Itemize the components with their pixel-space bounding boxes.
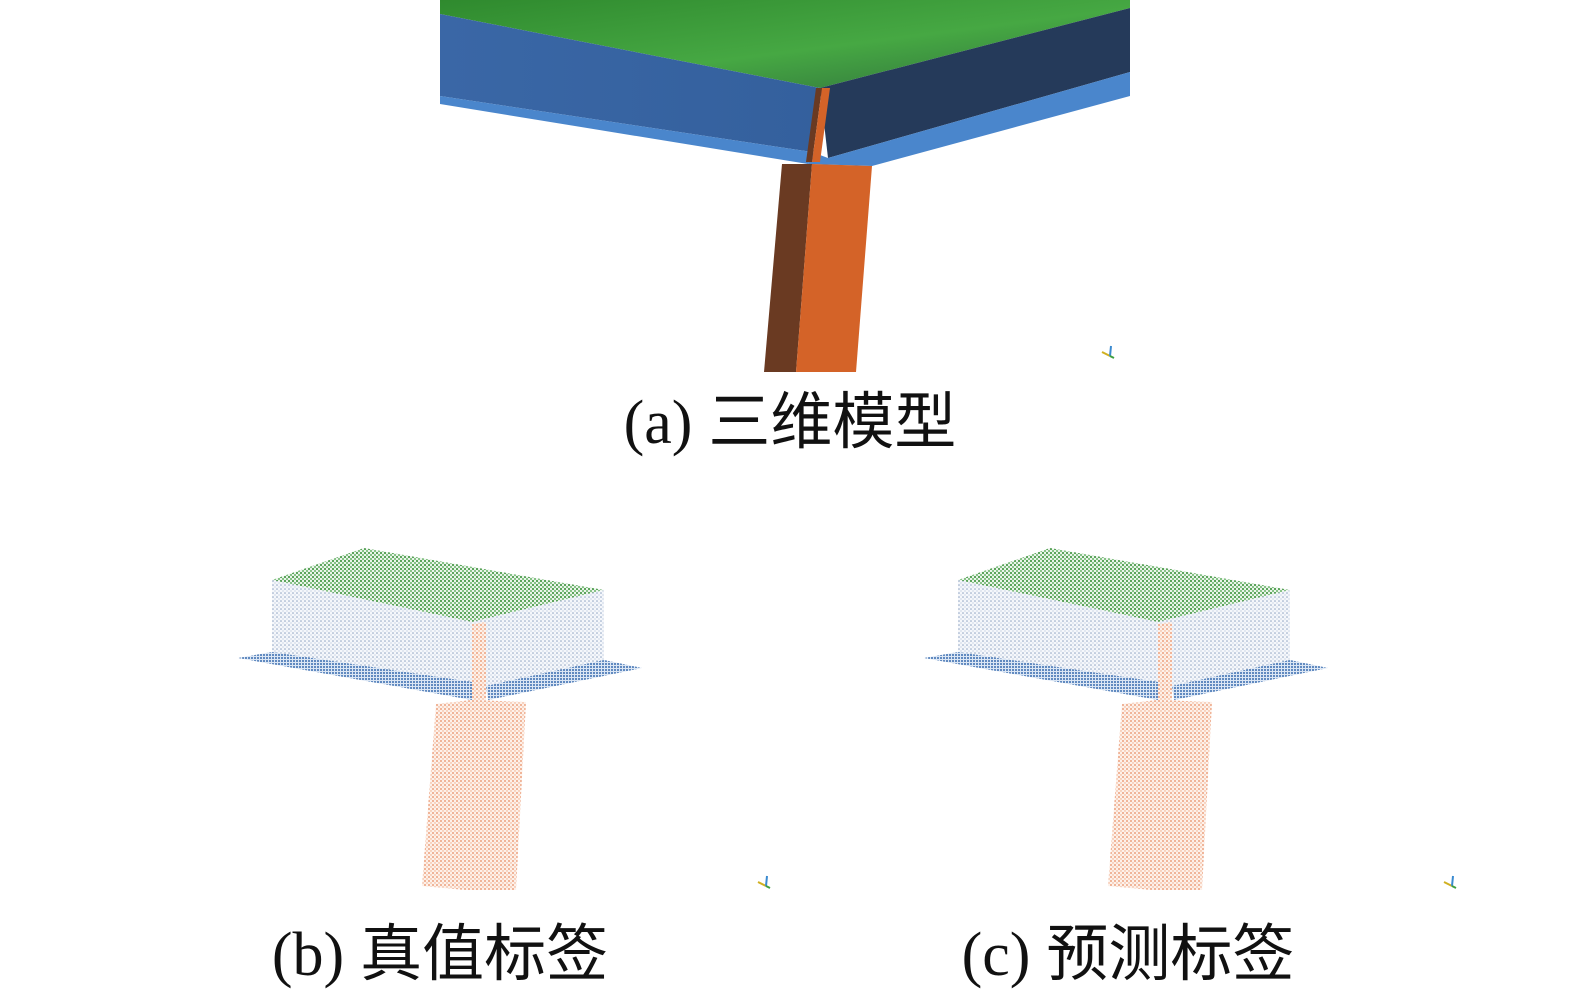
cloud-column-web (1158, 622, 1172, 700)
cloud-flange-right (486, 660, 642, 700)
cloud-flange-left (924, 652, 1158, 700)
cloud-column-right (466, 700, 526, 890)
cloud-column-right (1152, 700, 1212, 890)
model-render (440, 0, 1130, 372)
slab-right-side-face (820, 8, 1130, 158)
slab-bottom-edge-right (808, 72, 1130, 166)
cloud-column-left (1108, 700, 1158, 890)
caption-b-text: 真值标签 (360, 921, 609, 989)
cloud-column-left (422, 700, 472, 890)
cloud-slab-top (958, 548, 1290, 622)
panel-c-predicted (922, 540, 1462, 900)
caption-c-text: 预测标签 (1046, 921, 1295, 989)
caption-c: (c)预测标签 (888, 920, 1368, 990)
cloud-slab-right-side (472, 590, 604, 688)
panel-b-ground-truth (236, 540, 776, 900)
coordinate-axes-icon (757, 875, 771, 889)
coordinate-axes-icon (1101, 345, 1115, 359)
cloud-flange-right (1172, 660, 1328, 700)
cloud-slab-right-side (1158, 590, 1290, 688)
caption-a: (a)三维模型 (540, 388, 1040, 458)
panel-a-3d-model (440, 0, 1130, 380)
caption-a-text: 三维模型 (708, 389, 957, 457)
caption-c-label: (c) (961, 921, 1031, 989)
cloud-slab-top (272, 548, 604, 622)
coordinate-axes-icon (1443, 875, 1457, 889)
slab-left-side-face (440, 14, 820, 152)
point-cloud-render (924, 548, 1457, 890)
caption-b: (b)真值标签 (200, 920, 680, 990)
slab-top-face (440, 0, 1130, 88)
cloud-column-web (472, 622, 486, 700)
cloud-flange-left (238, 652, 472, 700)
caption-b-label: (b) (271, 921, 345, 989)
slab-bottom-edge-left (440, 96, 812, 164)
point-cloud-render (238, 548, 771, 890)
column-web-dark (806, 88, 822, 162)
column-light-face (796, 164, 872, 372)
column-web-light (812, 88, 830, 162)
caption-a-label: (a) (623, 389, 693, 457)
